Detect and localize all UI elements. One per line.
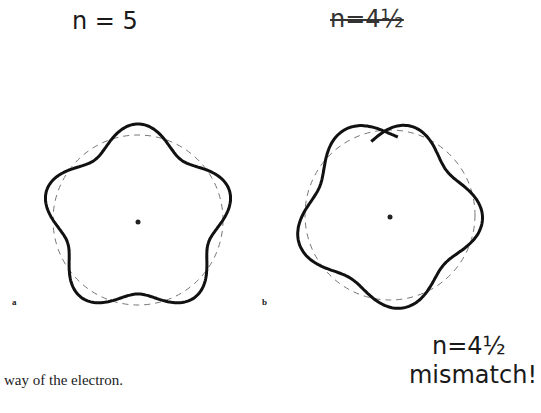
standing-wave (46, 124, 231, 303)
nucleus-dot (388, 215, 393, 220)
panel-letter: b (262, 298, 267, 308)
wave-number-label: n=4½ (432, 333, 506, 359)
wave-number-label: n = 5 (72, 8, 138, 34)
caption-fragment: way of the electron. (4, 372, 123, 389)
orbit-circle (305, 130, 475, 300)
mismatch-note: mismatch! (409, 362, 537, 388)
nucleus-dot (136, 220, 141, 225)
mismatched-wave (298, 125, 483, 308)
orbit-circle (53, 135, 223, 305)
panel-letter: a (12, 298, 17, 308)
crossed-out-label: n=4½ (330, 6, 404, 32)
